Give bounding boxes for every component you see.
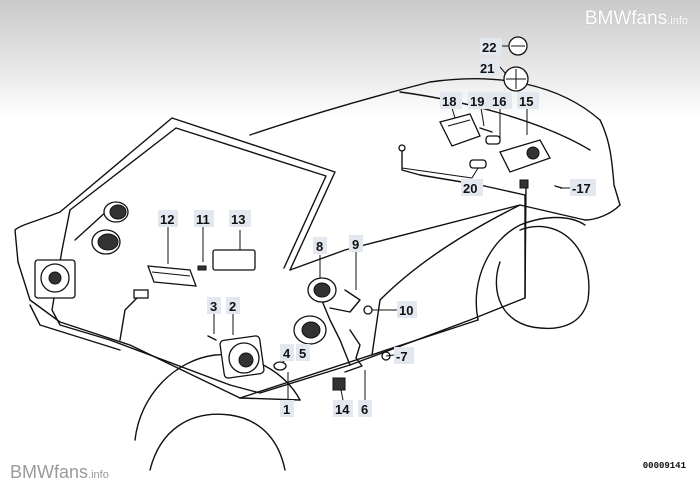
svg-text:9: 9	[352, 237, 359, 252]
tweeter-upper	[103, 201, 129, 223]
radio-unit	[147, 265, 197, 287]
svg-text:3: 3	[210, 299, 217, 314]
cd-changer	[499, 139, 551, 173]
watermark-top-brand: BMWfans	[584, 8, 668, 29]
dash-connector	[133, 289, 149, 299]
callout-8: 8	[313, 237, 327, 254]
cap-nut	[508, 36, 528, 56]
cover-panel	[212, 249, 256, 271]
diagram-id: 00009141	[642, 461, 686, 471]
nut	[363, 305, 373, 315]
bracket	[329, 289, 361, 313]
callout-1: 1	[280, 400, 294, 417]
antenna-module	[503, 66, 529, 92]
callout-4: 4	[280, 344, 294, 361]
svg-text:4: 4	[283, 346, 291, 361]
rear-speaker-upper	[307, 277, 337, 303]
svg-text:-17: -17	[572, 181, 591, 196]
header-gradient	[0, 0, 700, 120]
callout-13: 13	[229, 210, 251, 227]
tweeter-lower	[91, 229, 121, 255]
svg-text:19: 19	[470, 94, 484, 109]
svg-text:-7: -7	[396, 349, 408, 364]
callout-19: 19	[468, 92, 490, 109]
dash-speaker-left	[34, 259, 76, 299]
callout-17: -17	[570, 179, 596, 196]
watermark-bottom-suffix: .info	[88, 469, 109, 481]
svg-text:5: 5	[299, 346, 306, 361]
rear-speaker-lower	[293, 315, 327, 345]
callout-16: 16	[490, 92, 512, 109]
callout-10: 10	[397, 301, 417, 318]
door-speaker	[219, 335, 265, 379]
callout-9: 9	[349, 235, 363, 252]
callout-12: 12	[158, 210, 178, 227]
plug	[485, 135, 501, 145]
clip	[197, 265, 207, 271]
svg-text:6: 6	[361, 402, 368, 417]
svg-text:13: 13	[231, 212, 245, 227]
callout-18: 18	[440, 92, 462, 109]
watermark-bottom-brand: BMWfans	[10, 462, 89, 482]
callout-6: 6	[358, 400, 372, 417]
clip-nut	[273, 361, 287, 371]
screw	[207, 335, 217, 341]
connector	[519, 179, 529, 189]
svg-text:20: 20	[463, 181, 477, 196]
plug	[469, 159, 487, 169]
callout-2: 2	[226, 297, 240, 314]
svg-text:12: 12	[160, 212, 174, 227]
screw	[479, 127, 493, 133]
svg-text:8: 8	[316, 239, 323, 254]
svg-text:22: 22	[482, 40, 496, 55]
leader-lines	[167, 45, 570, 401]
callout-7: -7	[394, 347, 414, 364]
callout-14: 14	[333, 400, 353, 417]
svg-text:2: 2	[229, 299, 236, 314]
svg-text:1: 1	[283, 402, 290, 417]
svg-text:14: 14	[335, 402, 350, 417]
svg-text:16: 16	[492, 94, 506, 109]
amplifier	[439, 113, 481, 147]
bracket-lower	[344, 329, 363, 373]
callout-5: 5	[296, 344, 310, 361]
watermark-top: BMWfans.info	[585, 8, 688, 30]
grille	[332, 377, 346, 391]
callout-11: 11	[194, 210, 214, 227]
car-body-outline	[14, 78, 621, 471]
watermark-top-suffix: .info	[667, 15, 688, 27]
watermark-bottom: BMWfans.info	[10, 462, 109, 483]
wiring-harness	[51, 149, 527, 394]
callout-22: 22	[480, 38, 502, 55]
callout-3: 3	[207, 297, 221, 314]
svg-text:18: 18	[442, 94, 456, 109]
callout-20: 20	[461, 179, 483, 196]
connector	[398, 144, 406, 152]
svg-text:10: 10	[399, 303, 413, 318]
svg-text:21: 21	[480, 61, 494, 76]
callout-21: 21	[478, 59, 500, 76]
svg-text:15: 15	[519, 94, 533, 109]
callout-15: 15	[517, 92, 539, 109]
svg-text:11: 11	[196, 212, 210, 227]
